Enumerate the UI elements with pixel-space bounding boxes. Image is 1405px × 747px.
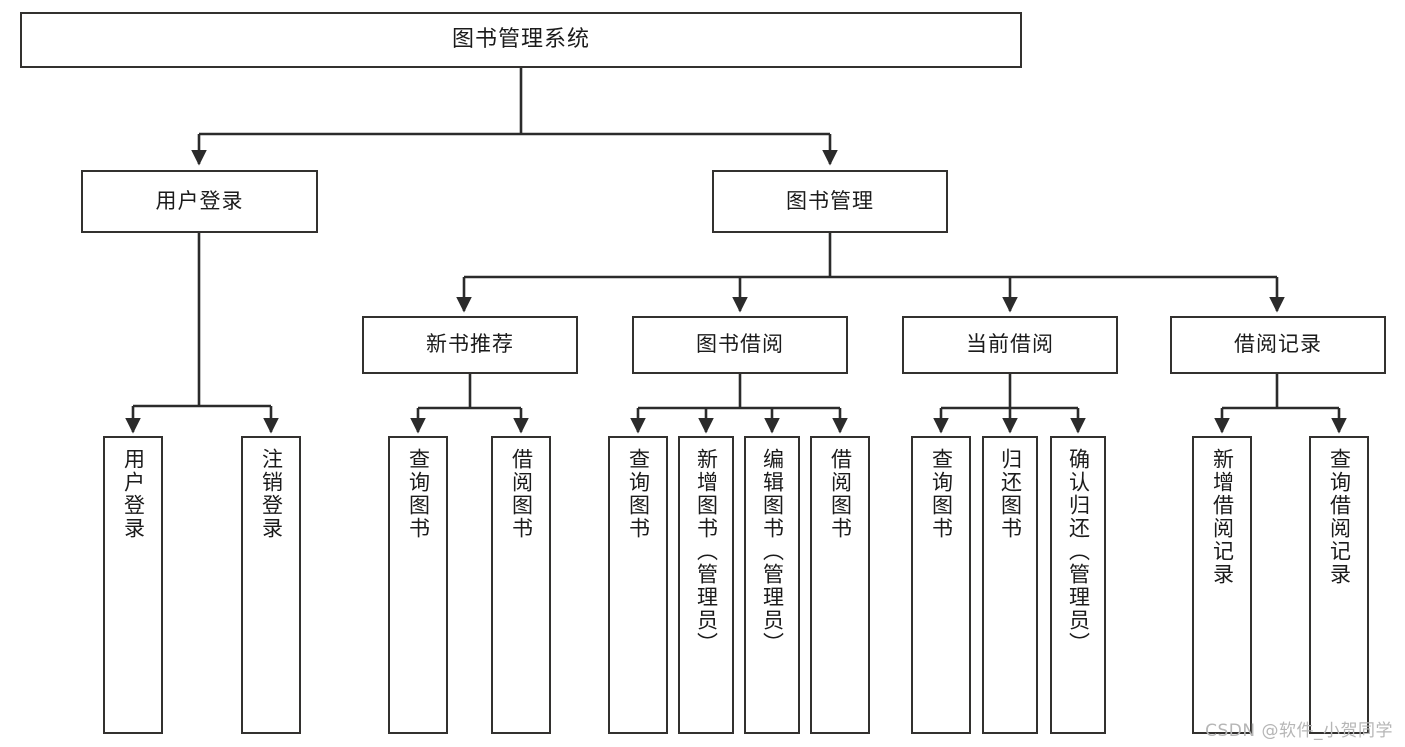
leaf-current-query-book[interactable]: 查询图书 — [911, 436, 971, 734]
leaf-borrow-add-book-admin[interactable]: 新增图书（管理员） — [678, 436, 734, 734]
leaf-recommend-query-book[interactable]: 查询图书 — [388, 436, 448, 734]
leaf-label: 确认归还（管理员） — [1066, 448, 1091, 655]
leaf-label: 编辑图书（管理员） — [760, 448, 785, 655]
leaf-current-return-book[interactable]: 归还图书 — [982, 436, 1038, 734]
node-label: 当前借阅 — [966, 332, 1054, 357]
node-label: 用户登录 — [155, 188, 244, 213]
node-label: 图书管理 — [786, 188, 874, 213]
leaf-label: 查询图书 — [626, 448, 651, 540]
node-root-system[interactable]: 图书管理系统 — [20, 12, 1022, 68]
node-current-borrow[interactable]: 当前借阅 — [902, 316, 1118, 374]
leaf-label: 查询借阅记录 — [1327, 448, 1352, 586]
node-label: 新书推荐 — [426, 332, 514, 357]
leaf-label: 归还图书 — [998, 448, 1023, 540]
node-borrow-record[interactable]: 借阅记录 — [1170, 316, 1386, 374]
leaf-label: 注销登录 — [259, 448, 284, 540]
leaf-label: 借阅图书 — [828, 448, 853, 540]
leaf-label: 查询图书 — [929, 448, 954, 540]
node-label: 图书管理系统 — [451, 26, 590, 52]
leaf-label: 新增图书（管理员） — [694, 448, 719, 655]
leaf-label: 借阅图书 — [509, 448, 534, 540]
leaf-record-add-record[interactable]: 新增借阅记录 — [1192, 436, 1252, 734]
node-book-management[interactable]: 图书管理 — [712, 170, 948, 233]
leaf-current-confirm-return-admin[interactable]: 确认归还（管理员） — [1050, 436, 1106, 734]
leaf-label: 查询图书 — [406, 448, 431, 540]
node-user-login[interactable]: 用户登录 — [81, 170, 318, 233]
node-label: 图书借阅 — [696, 332, 784, 357]
leaf-record-query-record[interactable]: 查询借阅记录 — [1309, 436, 1369, 734]
leaf-borrow-query-book[interactable]: 查询图书 — [608, 436, 668, 734]
leaf-user-login-signin[interactable]: 用户登录 — [103, 436, 163, 734]
node-label: 借阅记录 — [1234, 332, 1322, 357]
node-new-book-recommend[interactable]: 新书推荐 — [362, 316, 578, 374]
node-book-borrow[interactable]: 图书借阅 — [632, 316, 848, 374]
leaf-recommend-borrow-book[interactable]: 借阅图书 — [491, 436, 551, 734]
leaf-label: 用户登录 — [121, 448, 146, 540]
leaf-label: 新增借阅记录 — [1210, 448, 1235, 586]
leaf-user-login-signout[interactable]: 注销登录 — [241, 436, 301, 734]
leaf-borrow-borrow-book[interactable]: 借阅图书 — [810, 436, 870, 734]
leaf-borrow-edit-book-admin[interactable]: 编辑图书（管理员） — [744, 436, 800, 734]
csdn-watermark: CSDN @软件_小贺同学 — [1205, 721, 1393, 741]
